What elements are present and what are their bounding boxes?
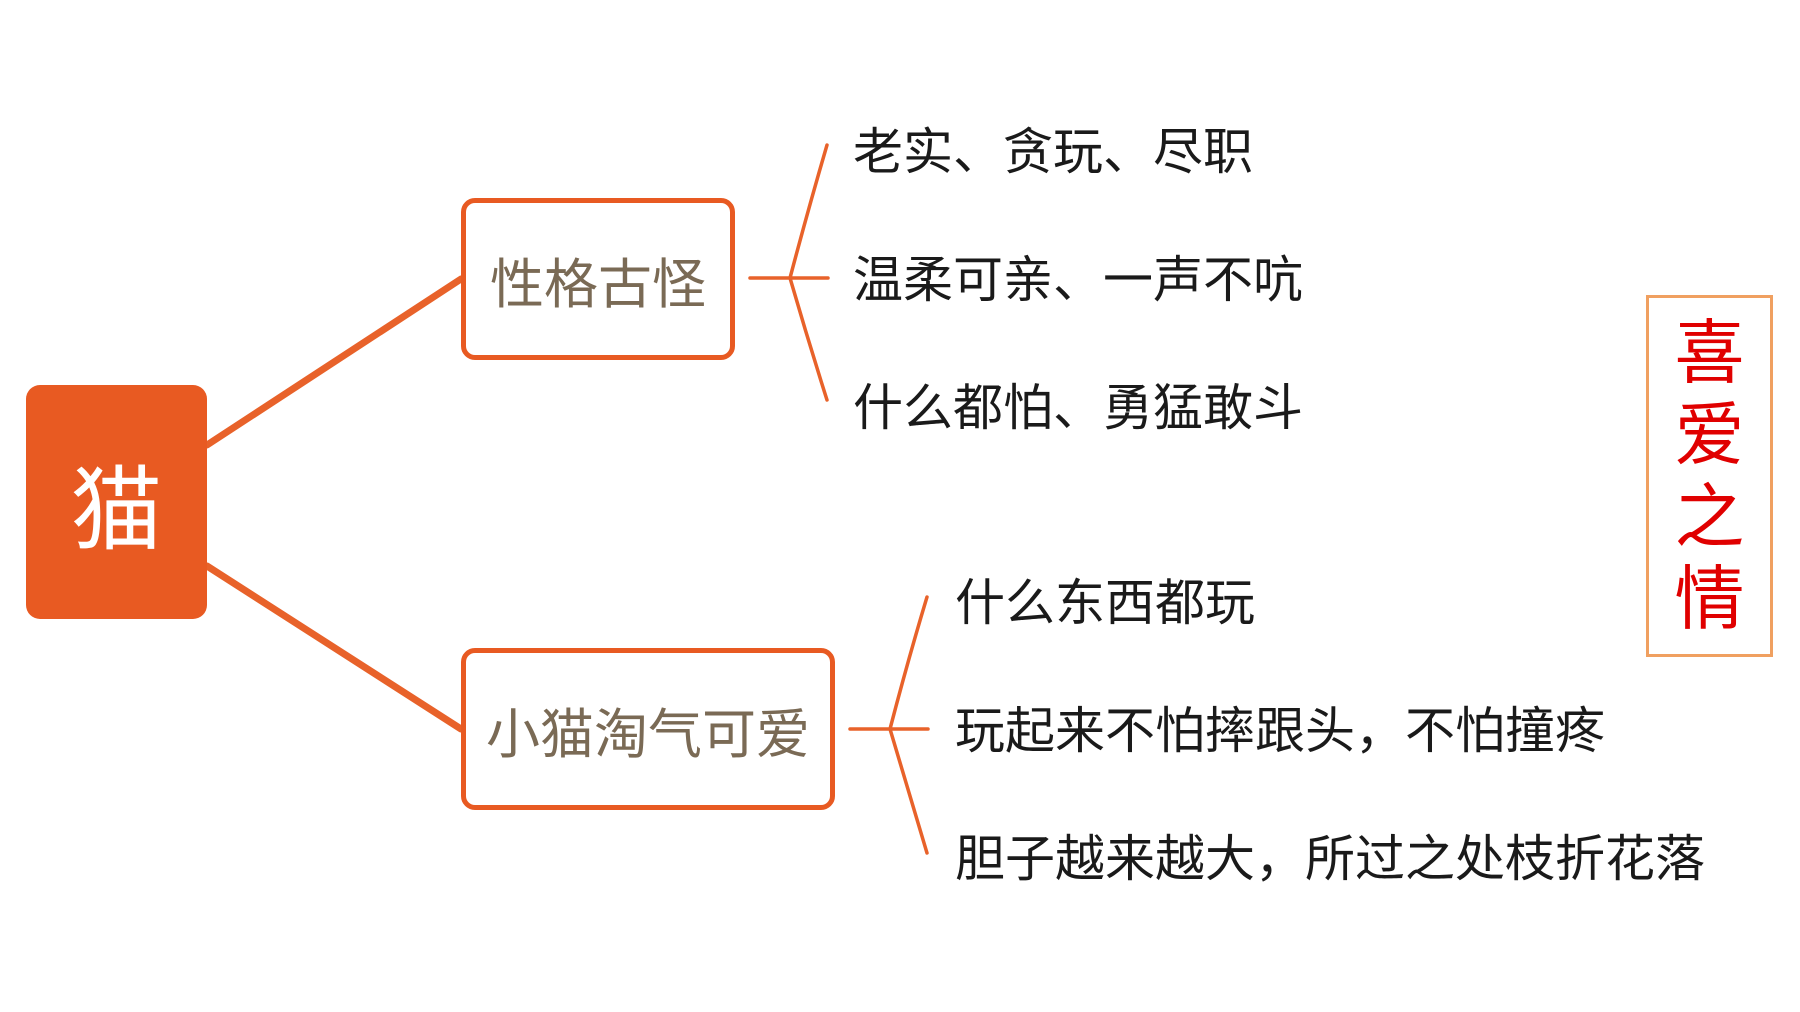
branch-node-naughty: 小猫淘气可爱 xyxy=(461,648,835,810)
bracket-personality xyxy=(748,143,830,402)
side-label-char: 喜 xyxy=(1674,312,1745,394)
connector-root-naughty xyxy=(203,562,465,733)
root-node-cat: 猫 xyxy=(26,385,207,619)
leaf-naughty-1: 什么东西都玩 xyxy=(955,574,1255,632)
leaf-naughty-3: 胆子越来越大，所过之处枝折花落 xyxy=(955,830,1705,888)
leaf-personality-3: 什么都怕、勇猛敢斗 xyxy=(853,379,1303,437)
branch-node-personality: 性格古怪 xyxy=(461,198,735,360)
side-label-char: 爱 xyxy=(1674,394,1745,476)
side-label-char: 之 xyxy=(1674,476,1745,558)
leaf-personality-1: 老实、贪玩、尽职 xyxy=(853,123,1253,181)
side-label-box: 喜 爱 之 情 xyxy=(1646,295,1773,657)
bracket-naughty xyxy=(848,595,930,855)
connector-root-personality xyxy=(203,275,465,449)
leaf-naughty-2: 玩起来不怕摔跟头，不怕撞疼 xyxy=(955,702,1605,760)
side-label-char: 情 xyxy=(1674,558,1745,640)
leaf-personality-2: 温柔可亲、一声不吭 xyxy=(853,251,1303,309)
